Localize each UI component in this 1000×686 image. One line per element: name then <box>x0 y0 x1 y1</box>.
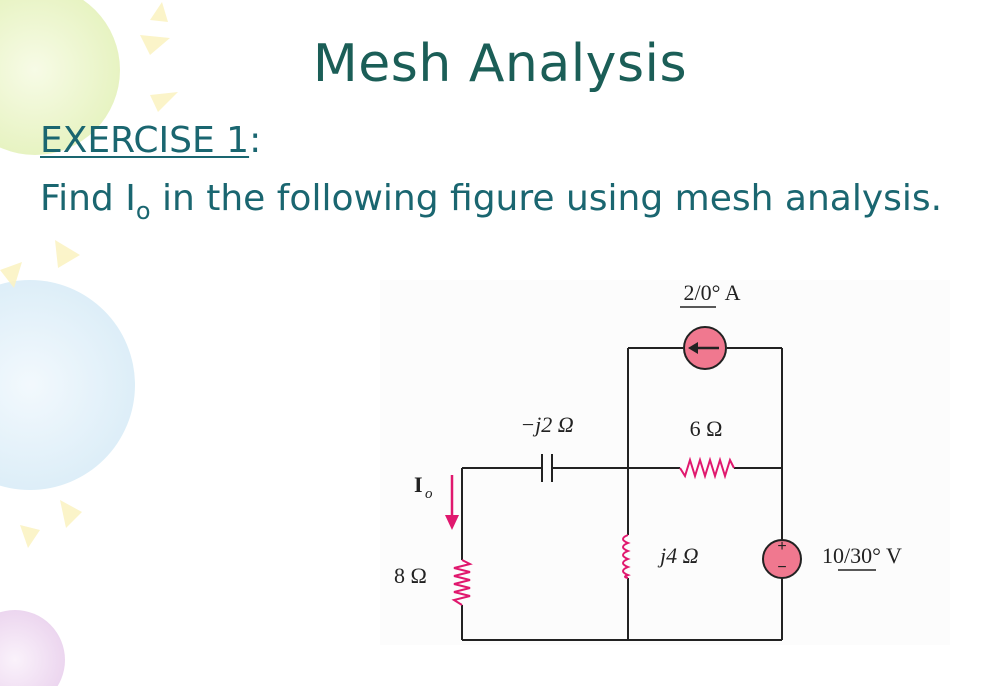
current-source-label: 2/0° A <box>683 280 740 305</box>
balloon-pink-decoration <box>0 610 65 686</box>
plus-sign: + <box>777 538 786 555</box>
voltage-source-label: 10/30° V <box>822 543 902 568</box>
capacitor-label: −j2 Ω <box>520 412 573 437</box>
resistor-top-symbol <box>679 456 735 480</box>
current-label: I <box>414 472 423 497</box>
capacitor-symbol <box>541 454 553 482</box>
balloon-blue-decoration <box>0 280 135 490</box>
exercise-heading: EXERCISE 1: <box>40 120 261 161</box>
current-subscript: o <box>425 486 433 502</box>
problem-statement: Find Io in the following figure using me… <box>40 178 942 225</box>
minus-sign: − <box>777 559 786 576</box>
balloon-green-decoration <box>0 0 120 155</box>
resistor-left-label: 8 Ω <box>394 563 427 588</box>
resistor-left-symbol <box>451 559 473 606</box>
current-source-symbol <box>683 326 727 370</box>
current-arrow <box>445 475 459 530</box>
circuit-wires <box>461 347 783 641</box>
problem-suffix: in the following figure using mesh analy… <box>150 178 943 219</box>
inductor-symbol <box>622 534 631 579</box>
exercise-colon: : <box>249 120 262 161</box>
problem-prefix: Find I <box>40 178 136 219</box>
circuit-panel <box>380 280 950 645</box>
problem-subscript: o <box>135 197 151 225</box>
voltage-source-symbol: + − <box>762 538 802 579</box>
resistor-top-label: 6 Ω <box>690 416 723 441</box>
sun-rays-decoration <box>0 2 178 548</box>
page-title: Mesh Analysis <box>312 34 688 94</box>
exercise-label: EXERCISE 1 <box>40 120 250 161</box>
inductor-label: j4 Ω <box>657 543 699 568</box>
